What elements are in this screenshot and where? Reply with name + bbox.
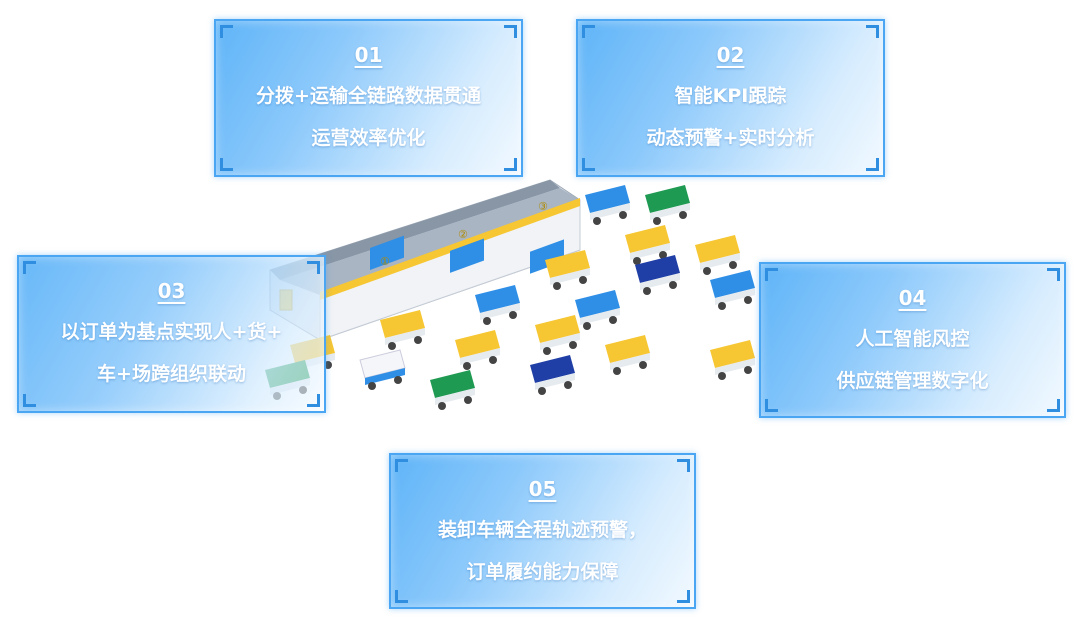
card-line-1: 分拨+运输全链路数据贯通 xyxy=(256,85,481,107)
dock-number: ③ xyxy=(538,200,548,213)
truck xyxy=(535,315,580,355)
truck xyxy=(645,185,690,225)
card-number: 04 xyxy=(898,286,927,310)
card-line-2: 订单履约能力保障 xyxy=(466,561,619,583)
card-line-2: 车+场跨组织联动 xyxy=(97,363,246,385)
truck xyxy=(635,255,680,295)
corner-decoration xyxy=(395,590,408,603)
truck xyxy=(710,270,755,310)
card-line-1: 人工智能风控 xyxy=(855,328,970,350)
truck xyxy=(545,250,590,290)
truck xyxy=(455,330,500,370)
card-line-2: 动态预警+实时分析 xyxy=(646,127,815,149)
feature-card-01: 01 分拨+运输全链路数据贯通 运营效率优化 xyxy=(214,19,523,177)
truck xyxy=(575,290,620,330)
corner-decoration xyxy=(866,158,879,171)
corner-decoration xyxy=(23,261,36,274)
corner-decoration xyxy=(582,25,595,38)
feature-card-05: 05 装卸车辆全程轨迹预警， 订单履约能力保障 xyxy=(389,453,696,609)
card-line-2: 运营效率优化 xyxy=(311,127,426,149)
card-number: 02 xyxy=(716,43,745,67)
logistics-illustration: ① ② ③ xyxy=(265,179,755,410)
truck xyxy=(380,310,425,350)
card-number: 03 xyxy=(157,279,186,303)
truck xyxy=(695,235,740,275)
corner-decoration xyxy=(1047,399,1060,412)
corner-decoration xyxy=(220,158,233,171)
truck xyxy=(430,370,475,410)
corner-decoration xyxy=(23,394,36,407)
truck xyxy=(605,335,650,375)
truck xyxy=(585,185,630,225)
corner-decoration xyxy=(307,261,320,274)
truck xyxy=(625,225,670,265)
corner-decoration xyxy=(504,25,517,38)
trucks xyxy=(265,185,755,410)
card-line-1: 以订单为基点实现人+货+ xyxy=(60,321,283,343)
warehouse xyxy=(269,179,581,341)
card-number: 01 xyxy=(354,43,383,67)
corner-decoration xyxy=(677,590,690,603)
card-number: 05 xyxy=(528,477,557,501)
truck xyxy=(359,349,406,390)
corner-decoration xyxy=(1047,268,1060,281)
corner-decoration xyxy=(220,25,233,38)
truck xyxy=(710,340,755,380)
feature-card-03: 03 以订单为基点实现人+货+ 车+场跨组织联动 xyxy=(17,255,326,413)
corner-decoration xyxy=(677,459,690,472)
corner-decoration xyxy=(765,399,778,412)
corner-decoration xyxy=(582,158,595,171)
card-line-1: 智能KPI跟踪 xyxy=(674,85,787,107)
corner-decoration xyxy=(765,268,778,281)
corner-decoration xyxy=(866,25,879,38)
corner-decoration xyxy=(395,459,408,472)
card-line-1: 装卸车辆全程轨迹预警， xyxy=(437,519,647,541)
corner-decoration xyxy=(504,158,517,171)
truck xyxy=(530,355,575,395)
truck xyxy=(475,285,520,325)
dock-number: ② xyxy=(458,228,468,241)
corner-decoration xyxy=(307,394,320,407)
feature-card-04: 04 人工智能风控 供应链管理数字化 xyxy=(759,262,1066,418)
dock-number: ① xyxy=(380,255,390,268)
feature-card-02: 02 智能KPI跟踪 动态预警+实时分析 xyxy=(576,19,885,177)
card-line-2: 供应链管理数字化 xyxy=(836,370,989,392)
